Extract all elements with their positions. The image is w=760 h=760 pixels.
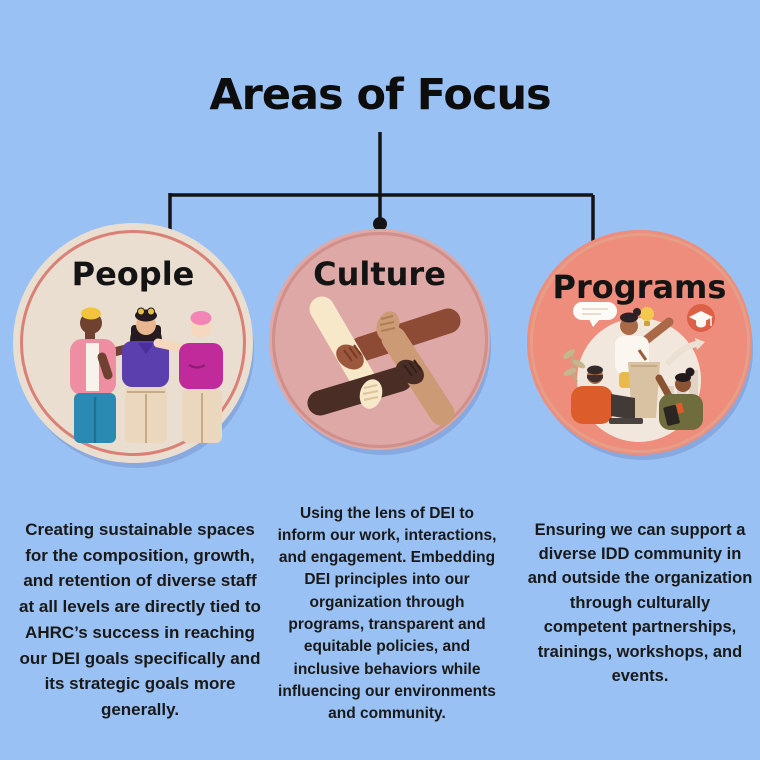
description-programs: Ensuring we can support a diverse IDD co… — [527, 520, 753, 685]
description-people: Creating sustainable spaces for the comp… — [19, 520, 261, 719]
circle-label-people: People — [71, 255, 195, 293]
focus-circle-programs: Programs — [527, 230, 752, 455]
description-culture: Using the lens of DEI to inform our work… — [277, 504, 497, 723]
focus-circle-culture: Culture — [269, 229, 490, 450]
unity-hands-illustration — [307, 296, 461, 426]
page-title: Areas of Focus — [209, 70, 551, 120]
circle-label-culture: Culture — [313, 255, 446, 293]
presentation-scene-illustration — [563, 302, 715, 442]
circle-label-programs: Programs — [552, 268, 727, 306]
focus-circle-people: People — [13, 223, 253, 463]
three-diverse-people-illustration — [70, 307, 223, 443]
